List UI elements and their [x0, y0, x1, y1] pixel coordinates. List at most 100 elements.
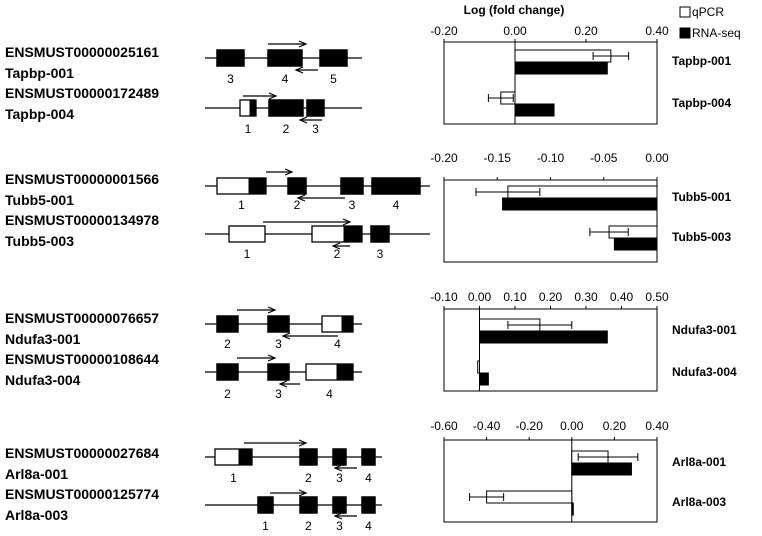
exon-coding — [267, 49, 303, 67]
exon-coding — [332, 448, 347, 466]
exon-coding — [238, 448, 253, 466]
plot-frame — [443, 439, 658, 523]
transcript-id: ENSMUST00000125774 — [5, 486, 159, 502]
exon-coding — [216, 315, 239, 333]
exon-coding — [248, 177, 267, 195]
exon-coding — [371, 177, 421, 195]
tick-label: -0.20 — [516, 419, 544, 433]
tick-label: -0.20 — [430, 24, 458, 38]
primer-arrowhead — [298, 439, 308, 447]
tick-label: -0.20 — [430, 151, 458, 165]
exon-number: 1 — [245, 122, 252, 136]
tick-label: 0.30 — [574, 290, 598, 304]
primer-arrowhead — [298, 489, 308, 497]
tick-label: -0.10 — [430, 290, 458, 304]
bar-rnaseq — [514, 103, 555, 117]
exon-number: 5 — [330, 72, 337, 86]
exon-number: 4 — [334, 337, 341, 351]
gene-structure-row: 1 2 3 — [205, 218, 430, 261]
primer-arrowhead — [268, 92, 278, 100]
legend-label-rnaseq: RNA-seq — [692, 26, 741, 40]
exon-coding — [216, 49, 245, 67]
exon-coding — [343, 225, 363, 243]
tick-label: 0.40 — [610, 290, 634, 304]
exon-coding — [249, 99, 257, 117]
transcript-labels: ENSMUST00000025161 Tapbp-001 ENSMUST0000… — [5, 44, 159, 523]
primer-arrowhead — [331, 242, 341, 250]
exon-number: 2 — [294, 198, 301, 212]
bar-rnaseq — [479, 330, 608, 344]
category-label: Ndufa3-001 — [672, 323, 737, 337]
exon-number: 4 — [282, 72, 289, 86]
exon-number: 2 — [334, 247, 341, 261]
tick-label: -0.15 — [484, 151, 512, 165]
exon-number: 3 — [312, 122, 319, 136]
exon-coding — [370, 225, 390, 243]
transcript-name: Tapbp-004 — [5, 106, 74, 122]
exon-number: 2 — [305, 519, 312, 533]
transcript-name: Ndufa3-004 — [5, 372, 81, 388]
tick-label: 0.20 — [574, 24, 598, 38]
legend-label-qpcr: qPCR — [692, 5, 724, 19]
exon-number: 3 — [227, 72, 234, 86]
transcript-name: Tubb5-003 — [5, 233, 74, 249]
tick-label: -0.05 — [590, 151, 618, 165]
primer-arrowhead — [267, 306, 277, 314]
exon-number: 1 — [262, 519, 269, 533]
tick-label: -0.40 — [473, 419, 501, 433]
exon-number: 2 — [224, 337, 231, 351]
bar-rnaseq — [514, 61, 608, 75]
bar-rnaseq — [571, 502, 574, 516]
exon-number: 4 — [326, 387, 333, 401]
category-label: Tapbp-004 — [672, 96, 731, 110]
legend-swatch-rnaseq — [679, 27, 691, 39]
exon-number: 3 — [275, 337, 282, 351]
exon-coding — [299, 496, 318, 514]
tick-label: 0.00 — [645, 151, 669, 165]
exon-number: 1 — [230, 471, 237, 485]
primer-arrowhead — [296, 194, 306, 202]
exon-coding — [299, 448, 318, 466]
bar-qpcr — [477, 360, 481, 374]
transcript-name: Tubb5-001 — [5, 192, 74, 208]
transcript-id: ENSMUST00000076657 — [5, 310, 159, 326]
exon-coding — [332, 496, 347, 514]
gene-structure-row: 2 3 4 — [205, 306, 362, 351]
exon-coding — [361, 496, 376, 514]
transcript-id: ENSMUST00000108644 — [5, 351, 159, 367]
exon-number: 3 — [336, 519, 343, 533]
exon-number: 3 — [336, 471, 343, 485]
category-label: Ndufa3-004 — [672, 365, 737, 379]
exon-coding — [336, 363, 354, 381]
transcript-id: ENSMUST00000025161 — [5, 44, 159, 60]
category-label: Tubb5-001 — [672, 190, 731, 204]
transcript-name: Ndufa3-001 — [5, 331, 81, 347]
exon-number: 3 — [349, 198, 356, 212]
primer-arrowhead — [298, 40, 308, 48]
primer-arrowhead — [298, 116, 308, 124]
tick-label: 0.40 — [645, 419, 669, 433]
exon-coding — [341, 315, 354, 333]
exon-number: 4 — [393, 198, 400, 212]
primer-arrowhead — [281, 332, 291, 340]
transcript-id: ENSMUST00000027684 — [5, 445, 159, 461]
tick-label: 0.50 — [645, 290, 669, 304]
exon-coding — [361, 448, 376, 466]
legend: qPCR RNA-seq — [679, 5, 741, 40]
tick-label: -0.10 — [537, 151, 565, 165]
exon-number: 1 — [244, 247, 251, 261]
exon-coding — [267, 315, 290, 333]
primer-arrowhead — [342, 218, 352, 226]
exon-coding — [257, 496, 274, 514]
transcript-name: Arl8a-003 — [5, 507, 68, 523]
exon-number: 2 — [305, 471, 312, 485]
exon-number: 3 — [377, 247, 384, 261]
primer-arrowhead — [278, 380, 288, 388]
bar-rnaseq — [571, 462, 632, 476]
